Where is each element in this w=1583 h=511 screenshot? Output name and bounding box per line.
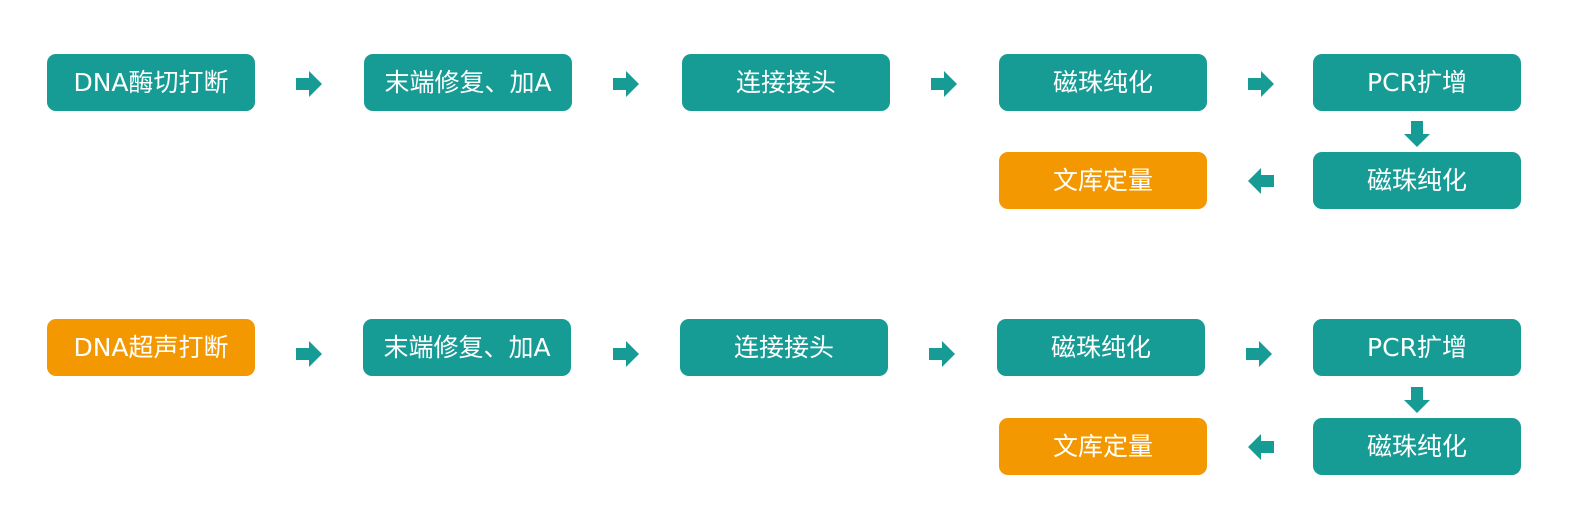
arrow-right-icon [611,339,641,369]
w1-step-3-adapter-ligation: 连接接头 [682,54,890,111]
w1-step-7-library-quantification: 文库定量 [999,152,1207,209]
w2-step-2-end-repair: 末端修复、加A [363,319,571,376]
arrow-right-icon [294,339,324,369]
arrow-right-icon [929,69,959,99]
w1-step-6-bead-purification: 磁珠纯化 [1313,152,1521,209]
arrow-left-icon [1246,166,1276,196]
arrow-right-icon [294,69,324,99]
w2-step-5-pcr-amplification: PCR扩增 [1313,319,1521,376]
arrow-right-icon [611,69,641,99]
arrow-right-icon [1244,339,1274,369]
w1-step-1-enzymatic-fragmentation: DNA酶切打断 [47,54,255,111]
w2-step-3-adapter-ligation: 连接接头 [680,319,888,376]
arrow-down-icon [1402,385,1432,415]
arrow-down-icon [1402,119,1432,149]
arrow-right-icon [927,339,957,369]
arrow-left-icon [1246,432,1276,462]
w1-step-2-end-repair: 末端修复、加A [364,54,572,111]
w1-step-4-bead-purification: 磁珠纯化 [999,54,1207,111]
w1-step-5-pcr-amplification: PCR扩增 [1313,54,1521,111]
w2-step-7-library-quantification: 文库定量 [999,418,1207,475]
arrow-right-icon [1246,69,1276,99]
w2-step-1-sonication-fragmentation: DNA超声打断 [47,319,255,376]
w2-step-4-bead-purification: 磁珠纯化 [997,319,1205,376]
w2-step-6-bead-purification: 磁珠纯化 [1313,418,1521,475]
